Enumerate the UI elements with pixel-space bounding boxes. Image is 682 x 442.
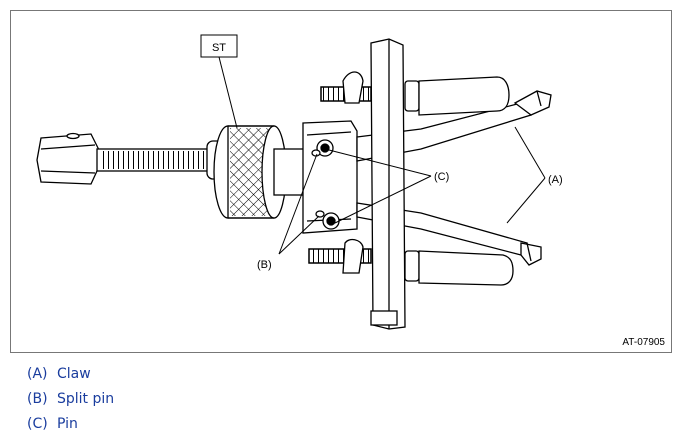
legend-key: (A) xyxy=(27,366,48,382)
upper-claw xyxy=(513,90,552,116)
callout-b: (B) xyxy=(257,259,272,271)
leader-lines xyxy=(218,56,546,255)
lower-claw xyxy=(520,242,542,266)
legend-key: (B) xyxy=(27,391,48,407)
legend-text: Claw xyxy=(57,366,91,382)
st-label-box xyxy=(200,34,238,58)
legend-item-claw: (A) Claw xyxy=(27,362,114,387)
figure-id: AT-07905 xyxy=(622,337,665,348)
legend-item-split-pin: (B) Split pin xyxy=(27,387,114,412)
legend-item-pin: (C) Pin xyxy=(27,412,114,437)
tool-drawing xyxy=(36,38,552,330)
diagram-figure: ST (A) (C) (B) AT-07905 xyxy=(10,10,672,353)
puller-tool-drawing: ST (A) (C) (B) xyxy=(36,34,563,330)
callout-c: (C) xyxy=(434,171,449,183)
hex-nut xyxy=(36,133,104,185)
legend-text: Split pin xyxy=(57,391,115,407)
legend-key: (C) xyxy=(27,416,48,432)
lower-split-pin xyxy=(315,210,325,218)
upper-split-pin xyxy=(311,149,321,157)
legend-list: (A) Claw (B) Split pin (C) Pin xyxy=(27,362,114,437)
vertical-plate xyxy=(370,38,406,330)
st-label: ST xyxy=(212,42,226,54)
callout-a: (A) xyxy=(548,174,563,186)
legend-text: Pin xyxy=(57,416,78,432)
